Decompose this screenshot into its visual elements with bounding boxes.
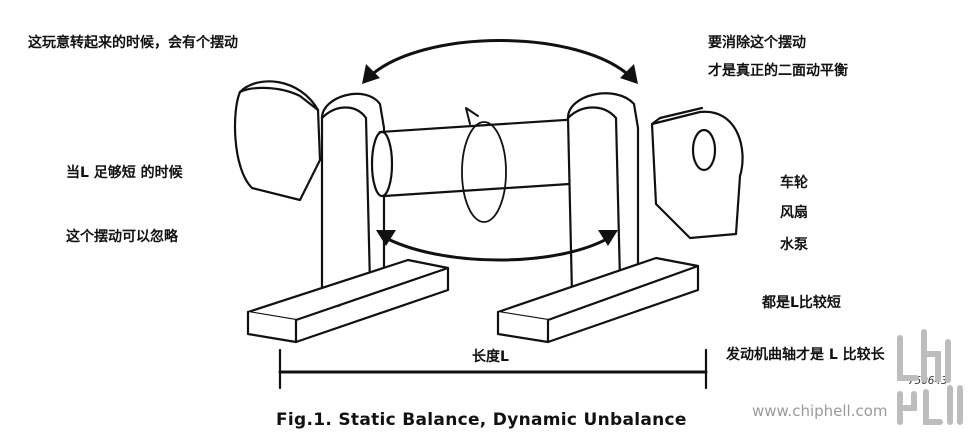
rotation-ellipse bbox=[461, 121, 507, 223]
bottom-wobble-arrow bbox=[380, 234, 614, 262]
label-top-right-2: 才是真正的二面动平衡 bbox=[708, 63, 848, 79]
figure-caption: Fig.1. Static Balance, Dynamic Unbalance bbox=[276, 410, 687, 430]
left-pedestal bbox=[246, 92, 450, 344]
label-top-left: 这玩意转起来的时候，会有个摆动 bbox=[28, 35, 238, 51]
top-arrow-head-right bbox=[620, 64, 638, 84]
label-left-2: 这个摆动可以忽略 bbox=[66, 229, 178, 245]
length-dimension bbox=[278, 348, 708, 390]
label-top-right-1: 要消除这个摆动 bbox=[708, 35, 806, 51]
watermark-text: www.chiphell.com bbox=[752, 402, 888, 420]
top-wobble-arrow bbox=[366, 39, 634, 80]
label-right-3: 水泵 bbox=[780, 237, 808, 253]
top-arrow-head-left bbox=[362, 64, 380, 84]
chiphell-logo-icon bbox=[897, 329, 963, 425]
shaft bbox=[370, 116, 602, 198]
label-right-4: 都是L比较短 bbox=[762, 295, 841, 311]
right-pedestal bbox=[496, 92, 700, 344]
label-length: 长度L bbox=[472, 349, 509, 365]
right-crank-weight bbox=[650, 106, 744, 240]
bottom-arrow-head-right bbox=[598, 230, 618, 246]
label-left-1: 当L 足够短 的时候 bbox=[66, 165, 183, 181]
bottom-arrow-head-left bbox=[376, 230, 396, 246]
label-bottom-right: 发动机曲轴才是 L 比较长 bbox=[726, 347, 885, 363]
label-right-2: 风扇 bbox=[780, 205, 808, 221]
label-right-1: 车轮 bbox=[780, 175, 808, 191]
left-crank-weight bbox=[233, 80, 322, 202]
